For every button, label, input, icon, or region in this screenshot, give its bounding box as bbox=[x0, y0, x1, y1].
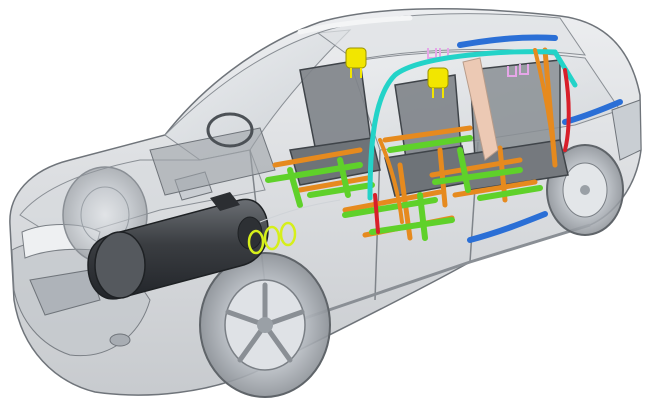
dashboard-area bbox=[149, 112, 276, 196]
headrest-yellow bbox=[345, 47, 367, 69]
seats bbox=[289, 47, 569, 197]
pillar-orange bbox=[533, 48, 557, 167]
body-structure-members bbox=[297, 15, 623, 243]
roof-rail-cyan bbox=[367, 49, 558, 201]
sill-rail-blue bbox=[467, 211, 548, 243]
grille bbox=[29, 269, 101, 316]
tail-light bbox=[611, 99, 642, 161]
pipe-lines bbox=[259, 199, 341, 223]
rocker-sill bbox=[269, 223, 591, 332]
wheels bbox=[62, 144, 624, 398]
roof-header bbox=[297, 15, 413, 35]
fog-light bbox=[109, 333, 131, 347]
b-pillar-trim bbox=[462, 57, 499, 161]
front-right-wheel bbox=[199, 252, 331, 398]
dashboard bbox=[149, 127, 276, 196]
rear-rail-blue bbox=[562, 99, 623, 125]
headrest-yellow bbox=[427, 67, 449, 89]
c-pillar-red bbox=[563, 68, 571, 152]
yellow-coils bbox=[247, 221, 297, 255]
pillar-orange-front bbox=[378, 138, 404, 224]
rear-right-wheel bbox=[546, 144, 624, 236]
seat-frames-green bbox=[265, 135, 543, 241]
roof-bow-blue bbox=[457, 34, 558, 48]
b-pillar-red bbox=[373, 193, 380, 234]
fuel-tanks bbox=[87, 192, 341, 300]
tank-valve bbox=[210, 192, 240, 211]
steering-wheel bbox=[206, 112, 254, 148]
